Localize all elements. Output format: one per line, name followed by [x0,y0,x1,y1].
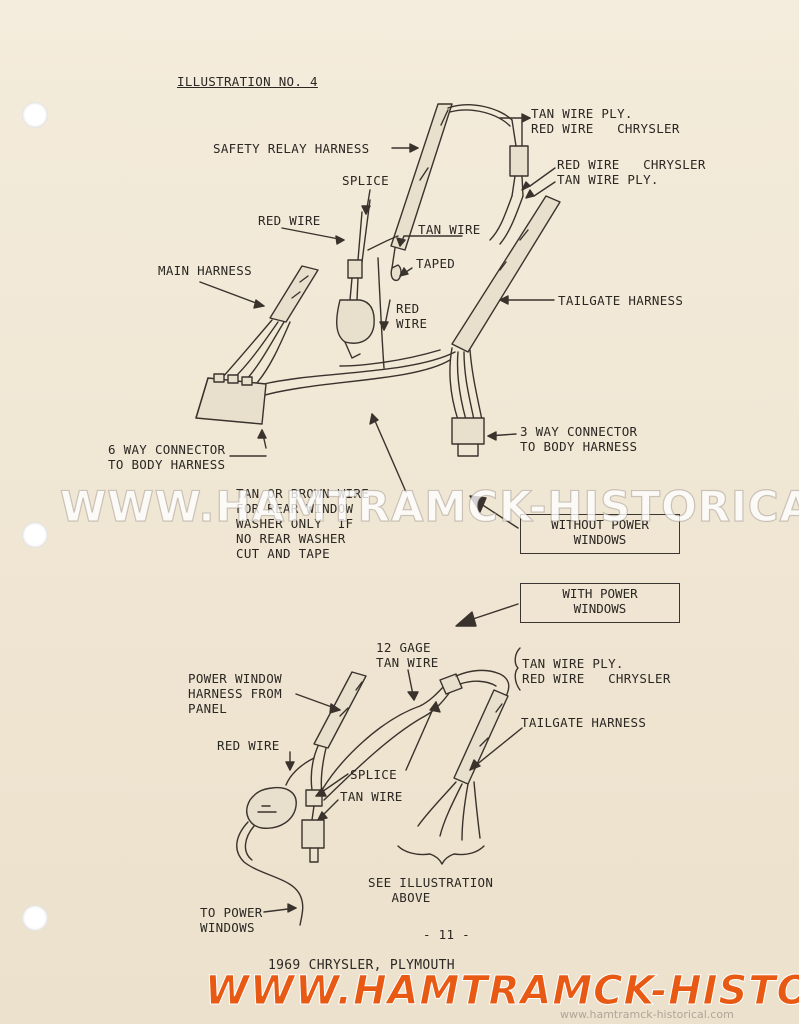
label-tan-wire-top: TAN WIRE [418,222,481,237]
illustration-title: ILLUSTRATION NO. 4 [177,74,318,89]
label-red-wire-chrysler-bottom: RED WIRE CHRYSLER [522,671,671,686]
label-12-gage-tan-wire: 12 GAGE TAN WIRE [376,640,439,670]
watermark-footer: WWW.HAMTRAMCK-HISTORICAL.COM [204,968,799,1015]
label-power-window-harness: POWER WINDOW HARNESS FROM PANEL [188,671,282,716]
label-red-wire-chrysler-mid: RED WIRE CHRYSLER [557,157,706,172]
label-splice-bottom: SPLICE [350,767,397,782]
watermark-main: WWW.HAMTRAMCK-HISTORICAL.COM [59,481,799,531]
label-see-illustration-above: SEE ILLUSTRATION ABOVE [368,875,494,905]
label-tailgate-harness-top: TAILGATE HARNESS [558,293,684,308]
watermark-small: www.hamtramck-historical.com [560,1008,734,1021]
label-red-wire-bottom: RED WIRE [217,738,280,753]
label-splice-top: SPLICE [342,173,389,188]
label-six-way-connector: 6 WAY CONNECTOR TO BODY HARNESS [108,442,226,472]
label-red-wire-vertical: RED WIRE [396,301,428,331]
label-red-wire-left: RED WIRE [258,213,321,228]
label-tan-or-brown-wire: TAN OR BROWN WIRE FOR REAR WINDOW WASHER… [236,486,370,561]
label-tan-wire-bottom: TAN WIRE [340,789,403,804]
footer-caption: 1969 CHRYSLER, PLYMOUTH [268,958,455,973]
page-number: - 11 - [423,927,470,942]
punch-hole-top [22,102,48,128]
label-tailgate-harness-bottom: TAILGATE HARNESS [521,715,647,730]
punch-hole-middle [22,522,48,548]
label-main-harness: MAIN HARNESS [158,263,252,278]
box-without-power-windows: WITHOUT POWER WINDOWS [520,514,680,554]
label-taped: TAPED [416,256,456,271]
label-tan-wire-ply-mid: TAN WIRE PLY. [557,172,659,187]
label-to-power-windows: TO POWER WINDOWS [200,905,263,935]
label-tan-wire-ply-bottom: TAN WIRE PLY. [522,656,624,671]
punch-hole-bottom [22,905,48,931]
label-red-wire-chrysler-top: RED WIRE CHRYSLER [531,121,680,136]
box-with-power-windows: WITH POWER WINDOWS [520,583,680,623]
label-safety-relay-harness: SAFETY RELAY HARNESS [213,141,370,156]
label-tan-wire-ply-top: TAN WIRE PLY. [531,106,633,121]
label-three-way-connector: 3 WAY CONNECTOR TO BODY HARNESS [520,424,638,454]
